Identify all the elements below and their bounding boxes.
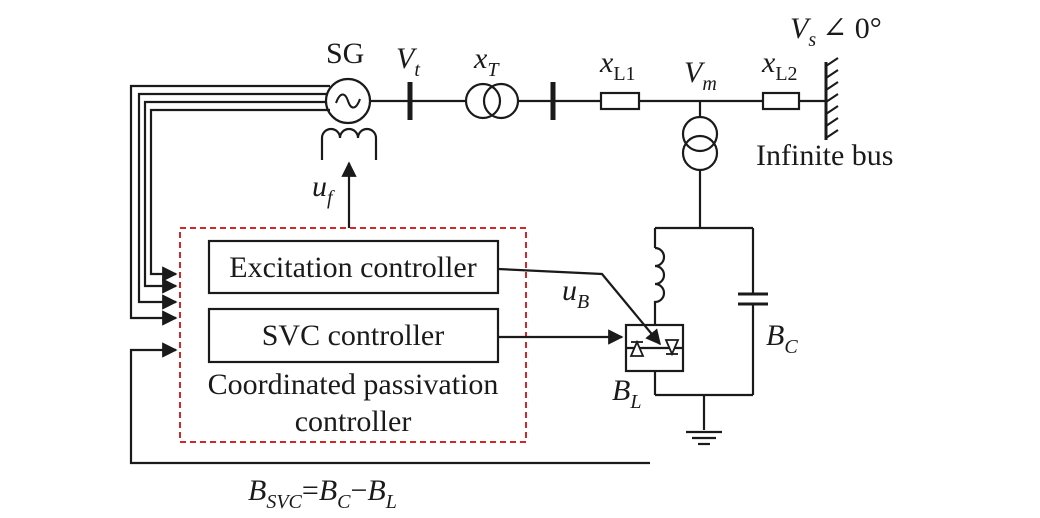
feedback-lines: [129, 84, 330, 326]
capacitor-symbol: [738, 292, 768, 395]
excitation-winding: [320, 127, 378, 160]
coordinated-controller-label-line2: controller: [295, 405, 412, 438]
ground-symbol: [655, 393, 753, 446]
uf-label: uf: [312, 170, 335, 209]
xl1-reactance: [599, 91, 641, 111]
vt-label: Vt: [396, 42, 420, 81]
xl1-label: xL1: [599, 46, 636, 85]
infinite-bus-label: Infinite bus: [756, 139, 893, 172]
coordinated-controller-label-line1: Coordinated passivation: [208, 368, 499, 401]
infinite-bus-symbol: [824, 57, 839, 140]
bsvc-feedback-line: [129, 342, 650, 465]
svc-controller-block: [207, 307, 500, 364]
xl2-reactance: [761, 91, 801, 111]
main-transformer-symbol: [464, 82, 520, 120]
svc-branch: [653, 101, 755, 294]
bc-label: BC: [766, 319, 798, 358]
xl2-label: xL2: [761, 46, 798, 85]
svc-controller-label: SVC controller: [262, 319, 444, 352]
reactor-coil: [653, 246, 666, 325]
vs-label: Vs∠ 0°: [790, 12, 882, 51]
coordinated-controller-box: [179, 227, 527, 443]
svc-transformer-upper: [681, 115, 719, 153]
excitation-controller-label: Excitation controller: [229, 251, 476, 284]
bl-label: BL: [612, 374, 641, 413]
bsvc-equation: BSVC=BC−BL: [248, 474, 397, 513]
ub-arrow: [497, 267, 661, 346]
ub-label: uB: [562, 274, 589, 313]
excitation-controller-block: [207, 239, 500, 295]
thyristor-switch: [624, 323, 685, 395]
vm-label: Vm: [684, 56, 717, 95]
xt-label: xT: [473, 42, 500, 81]
sg-label: SG: [326, 37, 364, 70]
generator-symbol: [324, 77, 372, 125]
